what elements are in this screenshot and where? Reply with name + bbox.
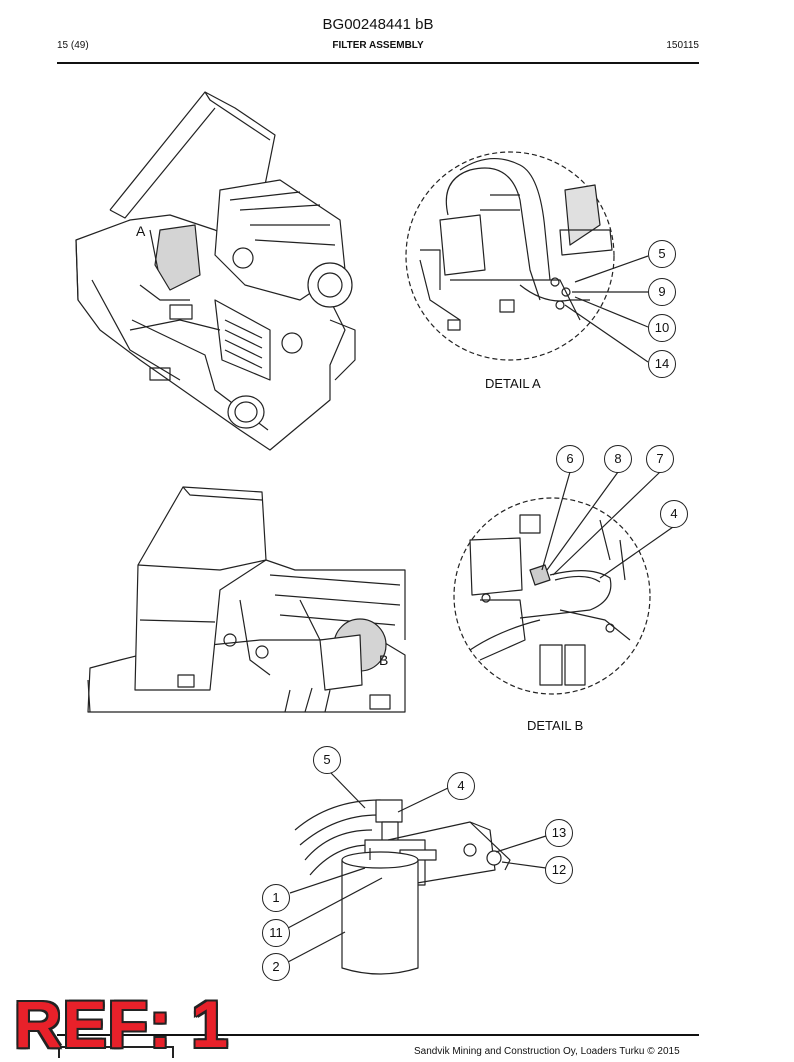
callout-filter-4: 4 xyxy=(447,772,475,800)
page-number: 15 (49) xyxy=(57,40,89,51)
callout-detail-a-5: 5 xyxy=(648,240,676,268)
callout-filter-11: 11 xyxy=(262,919,290,947)
detail-b-drawing xyxy=(453,497,651,695)
callout-detail-a-10: 10 xyxy=(648,314,676,342)
view-letter-a: A xyxy=(136,223,146,239)
page-title: FILTER ASSEMBLY xyxy=(332,40,424,51)
filter-assembly-drawing xyxy=(294,799,511,975)
callout-filter-12: 12 xyxy=(545,856,573,884)
detail-a-drawing xyxy=(405,151,615,361)
callout-detail-a-14: 14 xyxy=(648,350,676,378)
detail-a-leaders xyxy=(564,255,649,363)
machine-view-b xyxy=(87,486,406,713)
callout-detail-b-7: 7 xyxy=(646,445,674,473)
callout-filter-13: 13 xyxy=(545,819,573,847)
machine-view-a xyxy=(75,91,356,451)
callout-filter-5: 5 xyxy=(313,746,341,774)
date-code: 150115 xyxy=(666,40,699,51)
detail-b-leaders xyxy=(541,471,674,579)
callout-filter-1: 1 xyxy=(262,884,290,912)
footer-copyright: Sandvik Mining and Construction Oy, Load… xyxy=(414,1046,680,1057)
footer-divider xyxy=(57,1034,699,1036)
detail-b-label: DETAIL B xyxy=(527,718,584,733)
callout-detail-b-4: 4 xyxy=(660,500,688,528)
callout-detail-b-8: 8 xyxy=(604,445,632,473)
callout-detail-a-9: 9 xyxy=(648,278,676,306)
ref-stamp: REF: 1 xyxy=(14,987,230,1061)
view-letter-b: B xyxy=(379,652,389,668)
header-row: 15 (49) FILTER ASSEMBLY 150115 xyxy=(57,40,699,56)
detail-a-label: DETAIL A xyxy=(485,376,541,391)
header-divider xyxy=(57,62,699,64)
document-id: BG00248441 bB xyxy=(322,16,434,33)
filter-leaders xyxy=(287,771,547,963)
callout-detail-b-6: 6 xyxy=(556,445,584,473)
company-logo xyxy=(58,1046,174,1058)
callout-filter-2: 2 xyxy=(262,953,290,981)
